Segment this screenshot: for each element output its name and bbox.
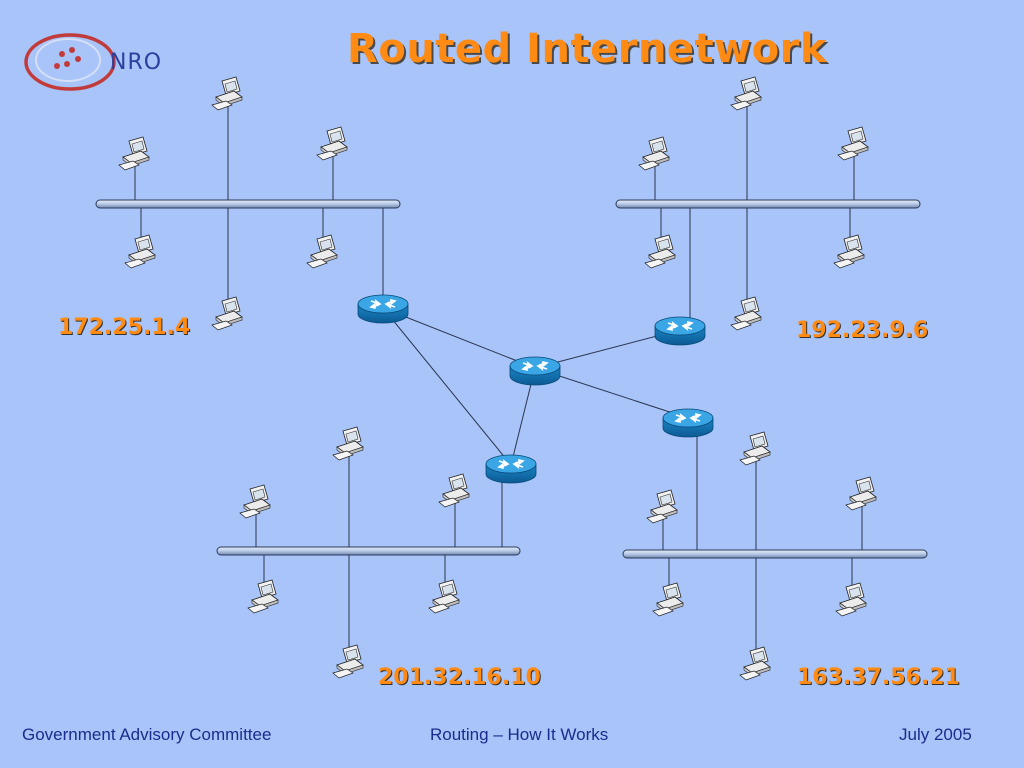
ip-label-top-right: 192.23.9.6 [796, 318, 929, 343]
router-icon [509, 356, 561, 386]
footer-center: Routing – How It Works [430, 725, 609, 744]
workstation-icon [837, 126, 869, 161]
ip-label-bottom-left: 201.32.16.10 [378, 665, 541, 690]
workstation-icon [644, 234, 676, 269]
workstation-icon [239, 484, 271, 519]
workstation-icon [428, 579, 460, 614]
workstation-icon [124, 234, 156, 269]
workstation-icon [730, 296, 762, 331]
footer-right: July 2005 [899, 725, 972, 744]
slide-title: Routed Internetwork [347, 26, 827, 72]
workstation-icon [306, 234, 338, 269]
router-icon [485, 454, 537, 484]
network-bus [615, 199, 921, 209]
workstation-icon [332, 644, 364, 679]
router-link [382, 307, 512, 466]
workstation-icon [730, 76, 762, 111]
workstation-icon [845, 476, 877, 511]
workstation-icon [332, 426, 364, 461]
nro-logo-icon [24, 33, 116, 91]
router-link [534, 367, 689, 419]
workstation-icon [316, 126, 348, 161]
network-bus [622, 549, 928, 559]
ip-label-top-left: 172.25.1.4 [58, 315, 191, 340]
workstation-icon [652, 582, 684, 617]
footer-left: Government Advisory Committee [22, 725, 272, 744]
workstation-icon [438, 473, 470, 508]
workstation-icon [646, 489, 678, 524]
workstation-icon [211, 76, 243, 111]
network-bus [216, 546, 521, 556]
workstation-icon [739, 646, 771, 681]
workstation-icon [118, 136, 150, 171]
workstation-icon [739, 431, 771, 466]
workstation-icon [833, 234, 865, 269]
workstation-icon [638, 136, 670, 171]
router-icon [357, 294, 409, 324]
workstation-icon [247, 579, 279, 614]
logo-text: NRO [110, 50, 163, 75]
router-link [382, 307, 536, 369]
network-bus [95, 199, 401, 209]
ip-label-bottom-right: 163.37.56.21 [797, 665, 960, 690]
workstation-icon [835, 582, 867, 617]
router-icon [654, 316, 706, 346]
router-icon [662, 408, 714, 438]
workstation-icon [211, 296, 243, 331]
